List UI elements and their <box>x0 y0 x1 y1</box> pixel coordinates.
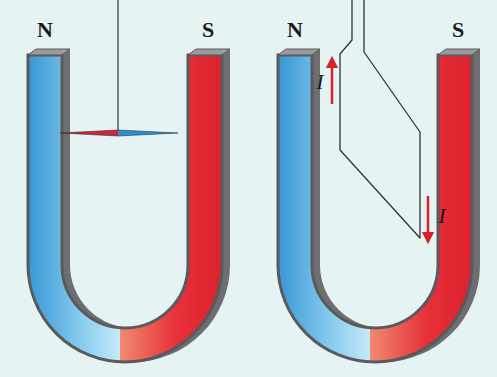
compass-needle <box>60 130 118 136</box>
pole-top <box>438 49 480 55</box>
current-label: I <box>438 205 445 227</box>
magnet-outline <box>28 55 222 362</box>
pole-top <box>188 49 230 55</box>
pole-top <box>278 49 320 55</box>
pole-top <box>28 49 70 55</box>
magnet-outline <box>278 55 472 362</box>
horseshoe-magnet <box>270 40 480 377</box>
pole-label: S <box>202 19 214 41</box>
thread <box>117 0 118 131</box>
current-arrow <box>427 196 430 238</box>
current-arrow <box>331 62 334 104</box>
current-loop <box>340 0 420 238</box>
pole-label: S <box>452 19 464 41</box>
pole-label: N <box>37 19 53 41</box>
horseshoe-magnet <box>20 40 230 377</box>
needle-outline <box>60 130 178 136</box>
compass-needle <box>118 130 178 136</box>
pole-label: N <box>287 19 303 41</box>
current-label: I <box>316 71 323 93</box>
